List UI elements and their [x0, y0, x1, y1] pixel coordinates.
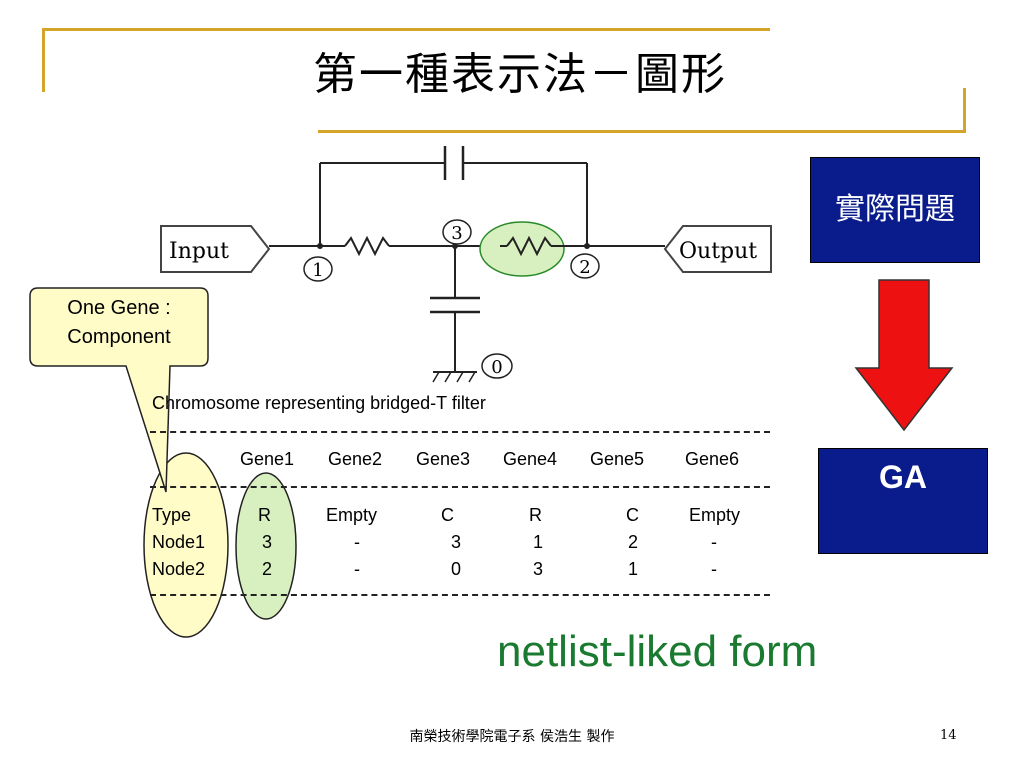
- table-cell: 3: [451, 532, 462, 552]
- node-0-label: 0: [491, 357, 502, 378]
- page-title: 第一種表示法－圖形: [313, 49, 727, 100]
- row-label: Node2: [152, 559, 206, 579]
- title-bar-top: [42, 28, 770, 31]
- down-arrow: [854, 279, 954, 432]
- node-0-marker: [481, 353, 513, 379]
- netlist-caption: netlist-liked form: [497, 627, 818, 676]
- resistor-2: [506, 235, 552, 257]
- ga-box: GA: [818, 448, 988, 554]
- table-cell: Empty: [326, 505, 378, 525]
- real-problem-label: 實際問題: [835, 192, 955, 227]
- node-1-label: 1: [312, 260, 323, 281]
- table-cell: -: [354, 532, 360, 552]
- table-cell: 3: [262, 532, 273, 552]
- highlight-circle-resistor: [479, 221, 565, 277]
- table-cell: C: [626, 505, 639, 525]
- input-label: Input: [169, 239, 229, 264]
- title-bar-top-left: [42, 28, 45, 92]
- resistor-1: [344, 235, 390, 257]
- node-2-label: 2: [579, 257, 590, 278]
- table-cell: Empty: [689, 505, 741, 525]
- output-terminal: [663, 225, 772, 273]
- highlight-ellipse-labels: [143, 452, 229, 638]
- real-problem-box: 實際問題: [810, 157, 980, 263]
- node-1-marker: [303, 256, 333, 282]
- table-cell: -: [711, 532, 717, 552]
- gene-header: Gene5: [590, 449, 645, 469]
- callout-text: One Gene : Component: [32, 294, 206, 352]
- ga-label: GA: [879, 459, 927, 495]
- output-label: Output: [679, 239, 757, 264]
- table-cell: 3: [533, 559, 544, 579]
- table-cell: 1: [628, 559, 639, 579]
- gene-header: Gene4: [503, 449, 558, 469]
- gene-header: Gene1: [240, 449, 295, 469]
- input-terminal: [160, 225, 271, 273]
- table-divider-middle: [150, 486, 770, 488]
- highlight-ellipse-gene1: [235, 472, 297, 620]
- node-3-marker: [442, 219, 472, 245]
- table-cell: -: [711, 559, 717, 579]
- gene-header: Gene6: [685, 449, 740, 469]
- page-number: 14: [940, 728, 957, 743]
- callout-line-2: Component: [67, 326, 171, 348]
- row-label: Node1: [152, 532, 206, 552]
- callout-line-1: One Gene :: [67, 297, 171, 319]
- gene-header: Gene3: [416, 449, 471, 469]
- chromosome-title: Chromosome representing bridged-T filter: [152, 393, 486, 413]
- table-divider-top: [150, 431, 770, 433]
- table-cell: 1: [533, 532, 544, 552]
- table-cell: R: [529, 505, 542, 525]
- callout-bubble: [29, 287, 209, 493]
- title-bar-bottom: [318, 130, 966, 133]
- footer-credit: 南榮技術學院電子系 侯浩生 製作: [409, 729, 615, 745]
- table-cell: C: [441, 505, 454, 525]
- node-3-label: 3: [451, 223, 462, 244]
- gene-header: Gene2: [328, 449, 383, 469]
- row-label: Type: [152, 505, 192, 525]
- node-2-marker: [570, 253, 600, 279]
- circuit-diagram: Input Output 1 2 3 0: [160, 146, 772, 383]
- table-cell: 2: [628, 532, 639, 552]
- table-divider-bottom: [150, 594, 770, 596]
- table-cell: -: [354, 559, 360, 579]
- table-cell: 0: [451, 559, 462, 579]
- title-bar-bottom-right: [963, 88, 966, 133]
- table-cell: 2: [262, 559, 273, 579]
- table-cell: R: [258, 505, 271, 525]
